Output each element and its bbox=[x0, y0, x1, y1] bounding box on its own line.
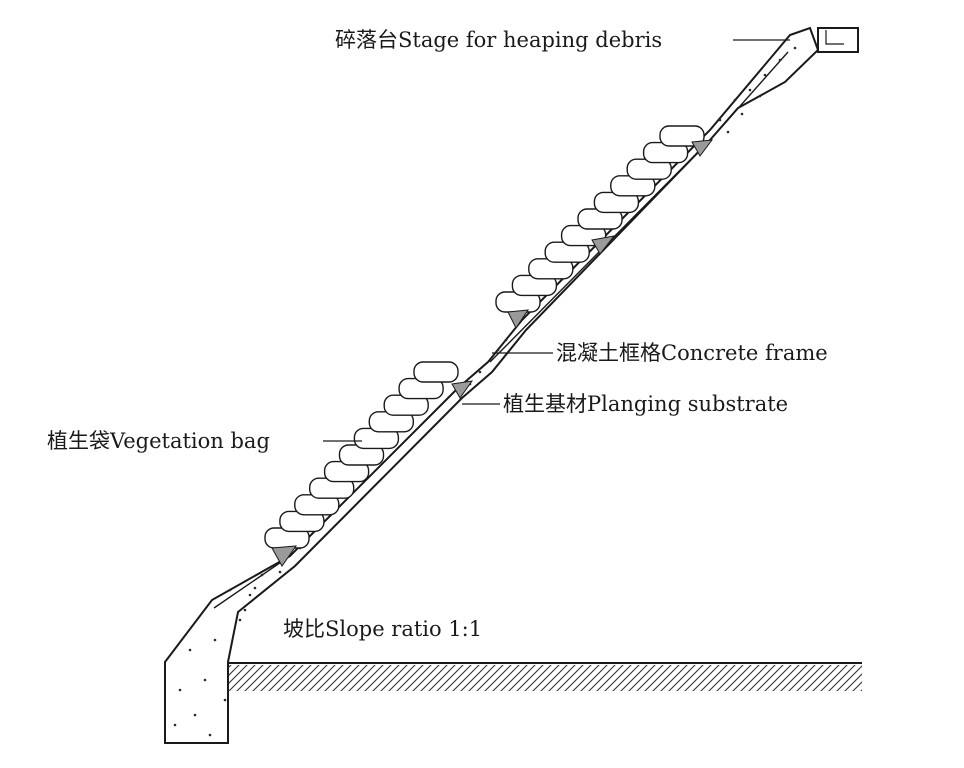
stipple-dot bbox=[223, 698, 227, 702]
stipple-dot bbox=[778, 58, 782, 62]
stipple-dot bbox=[478, 370, 482, 374]
stipple-dot bbox=[203, 678, 207, 682]
vegetation-bag bbox=[413, 361, 459, 383]
stipple-dot bbox=[213, 638, 217, 642]
label-stage-for-heaping-debris: 碎落台Stage for heaping debris bbox=[335, 28, 663, 52]
concrete-slope-body bbox=[164, 26, 820, 744]
stipple-dot bbox=[496, 348, 500, 352]
stipple-dot bbox=[504, 338, 508, 342]
leader-lines bbox=[323, 39, 790, 442]
substrate-wedges bbox=[271, 139, 714, 567]
vegetation-bags-upper bbox=[495, 125, 705, 313]
vegetation-bag bbox=[659, 125, 705, 147]
stipple-dot bbox=[733, 98, 737, 102]
concrete-stipple bbox=[173, 46, 797, 737]
stipple-dot bbox=[763, 73, 767, 77]
stipple-dot bbox=[193, 713, 197, 717]
stipple-dot bbox=[228, 588, 232, 592]
vegetation-bags-lower bbox=[264, 361, 459, 549]
stipple-dot bbox=[253, 586, 257, 590]
stipple-dot bbox=[740, 112, 744, 116]
stipple-dot bbox=[208, 733, 212, 737]
stipple-dot bbox=[718, 118, 722, 122]
stipple-dot bbox=[248, 593, 252, 597]
label-concrete-frame: 混凝土框格Concrete frame bbox=[556, 341, 828, 365]
stipple-dot bbox=[238, 618, 242, 622]
stipple-dot bbox=[278, 570, 282, 574]
stipple-dot bbox=[260, 573, 264, 577]
label-vegetation-bag: 植生袋Vegetation bag bbox=[47, 429, 270, 453]
debris-stage bbox=[817, 27, 859, 53]
stipple-dot bbox=[748, 88, 752, 92]
stipple-dot bbox=[178, 688, 182, 692]
ground-line bbox=[228, 662, 862, 691]
label-planting-substrate: 植生基材Planging substrate bbox=[503, 392, 789, 416]
label-slope-ratio: 坡比Slope ratio 1:1 bbox=[283, 617, 483, 641]
stipple-dot bbox=[243, 608, 247, 612]
stipple-dot bbox=[188, 648, 192, 652]
stipple-dot bbox=[173, 723, 177, 727]
stipple-dot bbox=[726, 130, 730, 134]
stipple-dot bbox=[793, 46, 797, 50]
stipple-dot bbox=[758, 94, 762, 98]
